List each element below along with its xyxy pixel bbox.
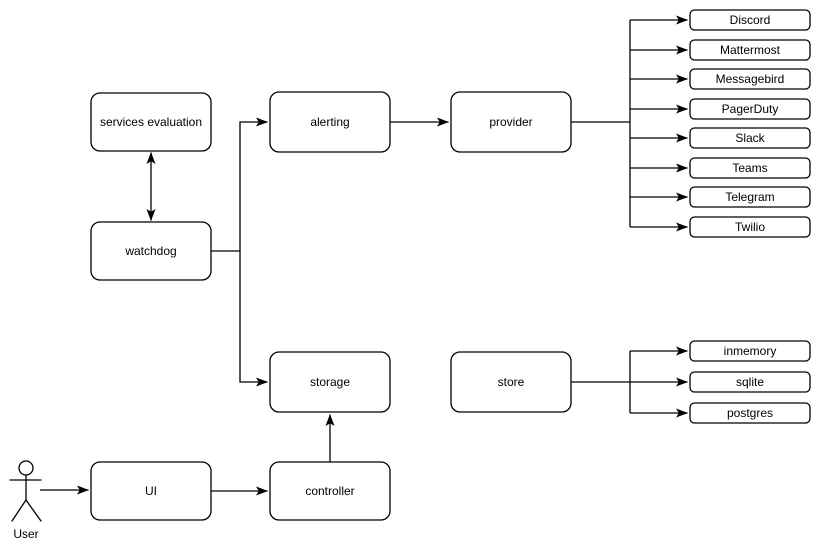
node-controller-box [269, 461, 391, 521]
node-store-inmemory-label: inmemory [724, 344, 777, 358]
node-provider-teams: Teams [689, 157, 811, 179]
node-alerting: alerting [269, 91, 391, 153]
node-store-sqlite-label: sqlite [736, 375, 764, 389]
node-store-inmemory: inmemory [689, 340, 811, 362]
node-provider-mattermost-box [689, 39, 811, 61]
user-label: User [13, 527, 38, 541]
node-provider-mattermost: Mattermost [689, 39, 811, 61]
node-provider-messagebird-box [689, 68, 811, 90]
node-store-sqlite: sqlite [689, 371, 811, 393]
node-provider-twilio-label: Twilio [735, 220, 765, 234]
node-store: store [450, 351, 572, 413]
node-watchdog-box [90, 221, 212, 281]
node-provider-slack: Slack [689, 127, 811, 149]
node-watchdog: watchdog [90, 221, 212, 281]
node-alerting-box [269, 91, 391, 153]
node-provider-box [450, 91, 572, 153]
node-provider-teams-box [689, 157, 811, 179]
node-store-label: store [498, 375, 525, 389]
node-provider-slack-label: Slack [735, 131, 765, 145]
edge-watchdog-storage [239, 251, 268, 387]
node-alerting-label: alerting [310, 115, 349, 129]
node-provider-discord-box [689, 9, 811, 31]
node-controller: controller [269, 461, 391, 521]
user-leg-left [11, 499, 27, 522]
node-provider-pagerduty-label: PagerDuty [722, 102, 779, 116]
user-head [18, 460, 34, 476]
node-storage-label: storage [310, 375, 350, 389]
node-provider-twilio-box [689, 216, 811, 238]
edge-watchdog-alerting [239, 117, 268, 251]
node-ui: UI [90, 461, 212, 521]
node-provider-discord: Discord [689, 9, 811, 31]
user-leg-right [25, 499, 42, 522]
node-provider-teams-label: Teams [732, 161, 767, 175]
node-provider-label: provider [489, 115, 532, 129]
node-provider-messagebird: Messagebird [689, 68, 811, 90]
node-store-box [450, 351, 572, 413]
node-provider: provider [450, 91, 572, 153]
node-store-postgres: postgres [689, 402, 811, 424]
node-provider-slack-box [689, 127, 811, 149]
node-provider-mattermost-label: Mattermost [720, 43, 781, 57]
node-store-inmemory-box [689, 340, 811, 362]
node-provider-telegram-label: Telegram [725, 190, 774, 204]
node-provider-pagerduty: PagerDuty [689, 98, 811, 120]
node-services-evaluation: services evaluation [90, 92, 212, 152]
node-provider-discord-label: Discord [730, 13, 771, 27]
actor-user: User [9, 460, 42, 541]
node-storage: storage [269, 351, 391, 413]
node-storage-box [269, 351, 391, 413]
node-controller-label: controller [305, 484, 354, 498]
node-provider-twilio: Twilio [689, 216, 811, 238]
node-provider-telegram: Telegram [689, 186, 811, 208]
node-provider-telegram-box [689, 186, 811, 208]
node-provider-messagebird-label: Messagebird [716, 72, 785, 86]
node-ui-label: UI [145, 484, 157, 498]
node-store-postgres-box [689, 402, 811, 424]
node-services-evaluation-box [90, 92, 212, 152]
node-watchdog-label: watchdog [124, 244, 176, 258]
node-provider-pagerduty-box [689, 98, 811, 120]
edges [40, 15, 688, 496]
node-services-evaluation-label: services evaluation [100, 115, 202, 129]
node-store-postgres-label: postgres [727, 406, 773, 420]
node-store-sqlite-box [689, 371, 811, 393]
node-ui-box [90, 461, 212, 521]
